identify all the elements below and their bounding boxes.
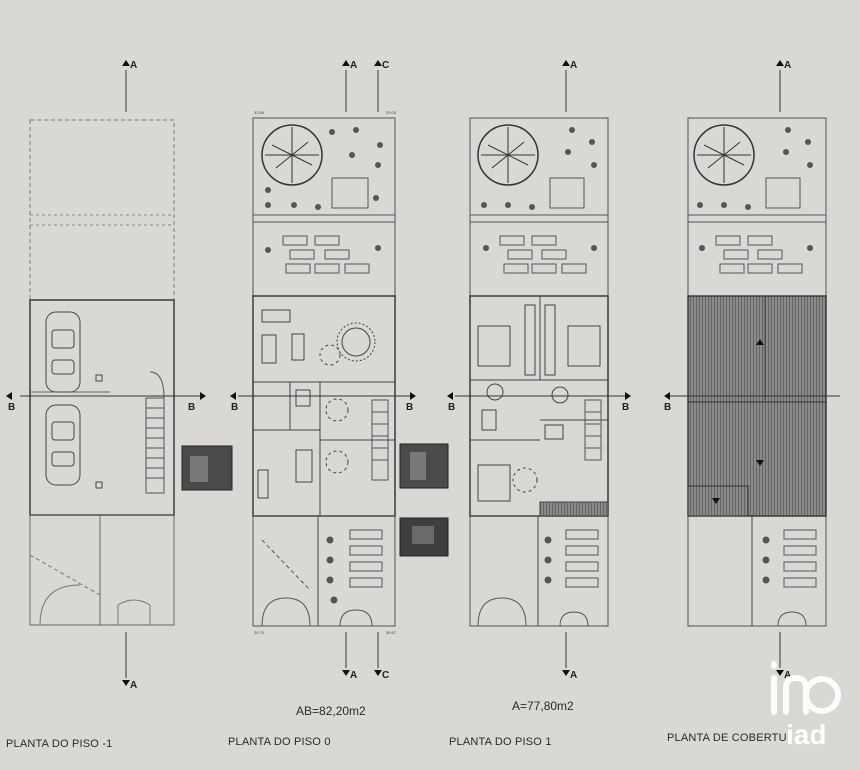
plan-piso-0 xyxy=(252,117,396,627)
front-garden xyxy=(261,529,383,627)
paving xyxy=(688,214,826,274)
section-mark: C xyxy=(382,670,389,681)
floor-title: PLANTA DO PISO -1 xyxy=(6,738,113,750)
stair-icon xyxy=(371,399,389,481)
level-mark: 32.69 xyxy=(254,110,265,115)
tree-icon xyxy=(693,124,755,186)
section-mark: A xyxy=(784,670,791,681)
level-mark: 30.70 xyxy=(254,630,265,635)
plan-piso-menos-1 xyxy=(29,119,175,626)
section-mark: A xyxy=(130,680,137,691)
section-mark: B xyxy=(188,402,195,413)
paving xyxy=(470,214,608,274)
floor-title: PLANTA DO PISO 0 xyxy=(228,736,331,748)
lawn-area xyxy=(481,127,597,251)
furniture xyxy=(257,309,376,499)
lawn-area xyxy=(697,127,813,251)
level-mark: 33.03 xyxy=(386,110,397,115)
area-label: AB=82,20m2 xyxy=(296,704,366,718)
plan-piso-1 xyxy=(469,117,609,627)
section-mark: A xyxy=(570,60,577,71)
iad-logo: iad xyxy=(771,661,841,750)
roof-slab xyxy=(687,295,827,517)
balcony xyxy=(539,501,609,517)
car-icon xyxy=(45,311,81,393)
lawn-area xyxy=(265,127,383,253)
section-mark: C xyxy=(382,60,389,71)
section-mark: A xyxy=(570,670,577,681)
paving xyxy=(253,214,395,274)
section-mark: B xyxy=(664,402,671,413)
floor-title: PLANTA DO PISO 1 xyxy=(449,736,552,748)
section-mark: A xyxy=(350,670,357,681)
stair-icon xyxy=(145,371,165,494)
stair-icon xyxy=(584,399,602,461)
floor-title: PLANTA DE COBERTURA xyxy=(667,732,787,744)
level-mark: 30.67 xyxy=(386,630,397,635)
front-garden xyxy=(477,529,599,627)
tree-icon xyxy=(261,124,323,186)
tree-icon xyxy=(477,124,539,186)
section-mark: A xyxy=(350,60,357,71)
section-line-a xyxy=(125,70,781,678)
front-garden xyxy=(762,529,817,627)
section-mark: A xyxy=(784,60,791,71)
section-mark: B xyxy=(406,402,413,413)
logo-text: iad xyxy=(786,719,826,750)
section-mark: B xyxy=(8,402,15,413)
section-mark: B xyxy=(622,402,629,413)
bedroom-furniture xyxy=(477,304,601,502)
section-mark: B xyxy=(448,402,455,413)
car-icon xyxy=(45,404,81,486)
area-label: A=77,80m2 xyxy=(512,699,574,713)
section-mark: A xyxy=(130,60,137,71)
section-mark: B xyxy=(231,402,238,413)
